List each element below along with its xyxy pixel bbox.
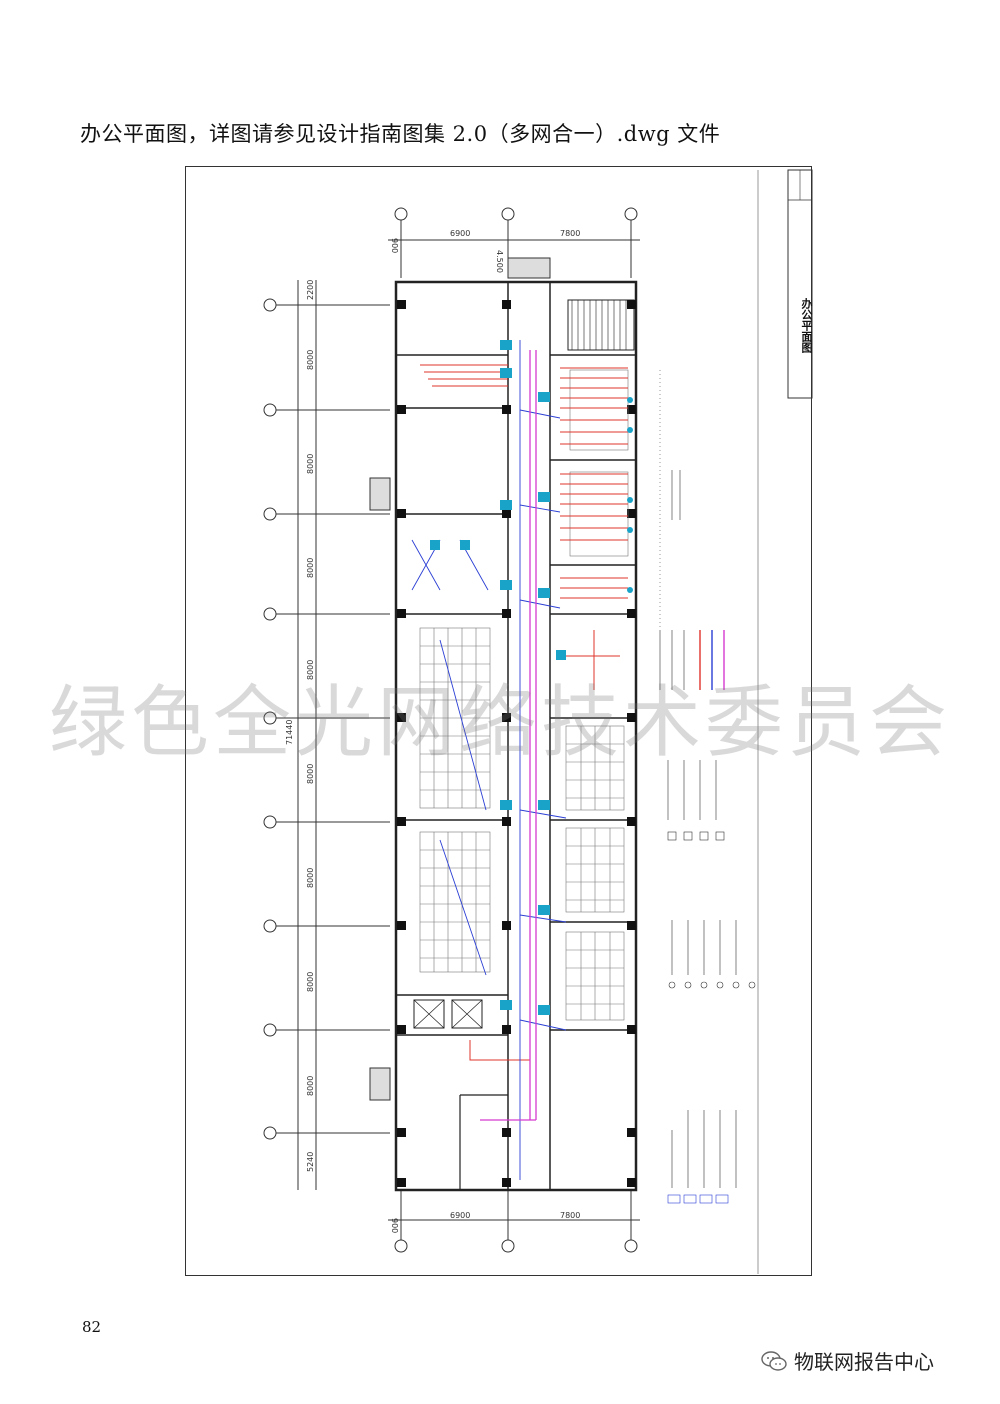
bottom-dim-2: 7800 (560, 1211, 580, 1220)
exterior-vents (369, 257, 551, 1101)
left-dim-1: 8000 (306, 350, 315, 370)
total-dim: 71440 (285, 720, 294, 745)
bottom-axis-markers (388, 1190, 640, 1253)
red-cable-runs (420, 364, 628, 1061)
page-number: 82 (82, 1318, 102, 1336)
left-dim-6: 8000 (306, 868, 315, 888)
drawing-sheet (185, 166, 812, 1276)
top-dim-1: 6900 (450, 229, 470, 238)
left-dim-3: 8000 (306, 558, 315, 578)
left-dim-9: 5240 (306, 1152, 315, 1172)
top-dim-2: 7800 (560, 229, 580, 238)
page-caption: 办公平面图，详图请参见设计指南图集 2.0（多网合一）.dwg 文件 (80, 122, 721, 146)
workstation-grid (419, 369, 629, 1021)
dimension-labels: 900 6900 7800 4.500 900 6900 7800 71440 … (285, 229, 580, 1233)
brand-name: 物联网报告中心 (794, 1350, 934, 1374)
top-dim-0: 900 (390, 238, 399, 253)
structural-columns (397, 300, 636, 1187)
wechat-icon (761, 1350, 787, 1371)
drawing-title: 办公平面图 (800, 297, 813, 353)
network-devices (430, 340, 633, 1015)
brand-footer: 物联网报告中心 (760, 1346, 934, 1375)
bottom-dim-0: 900 (390, 1218, 399, 1233)
top-axis-markers (388, 207, 640, 278)
title-block (757, 169, 813, 1274)
legend-area (659, 370, 756, 1204)
left-dim-7: 8000 (306, 972, 315, 992)
left-dim-2: 8000 (306, 454, 315, 474)
bottom-dim-1: 6900 (450, 1211, 470, 1220)
left-dim-0: 2200 (306, 280, 315, 300)
left-axis-markers (263, 280, 390, 1190)
building-walls (394, 280, 638, 1192)
blue-cable-runs (411, 340, 567, 1180)
left-dim-8: 8000 (306, 1076, 315, 1096)
elevation-mark: 4.500 (495, 250, 504, 273)
left-dim-4: 8000 (306, 660, 315, 680)
left-dim-5: 8000 (306, 764, 315, 784)
magenta-cable-runs (480, 350, 537, 1121)
